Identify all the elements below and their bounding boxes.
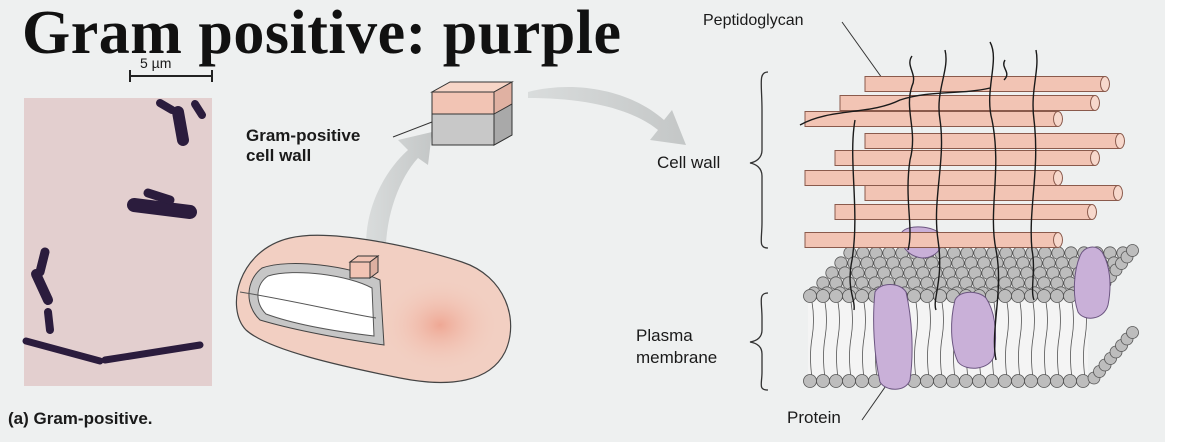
page-right-shade — [1165, 0, 1179, 442]
lipid-head — [986, 375, 999, 388]
peptidoglycan-strand-end — [1088, 205, 1097, 220]
cell-wall-cube — [432, 82, 512, 145]
lipid-head — [1012, 375, 1025, 388]
lipid-head — [830, 375, 843, 388]
lipid-head — [921, 290, 934, 303]
peptidoglycan-strand — [865, 134, 1120, 149]
lipid-head — [1038, 290, 1051, 303]
gram-positive-cell-wall-label: Gram-positive cell wall — [246, 126, 360, 166]
lipid-head — [1025, 290, 1038, 303]
cutaway-cube-marker — [350, 256, 378, 278]
lipid-head — [999, 375, 1012, 388]
plasma-membrane-label: Plasma membrane — [636, 325, 717, 369]
lipid-head — [843, 375, 856, 388]
peptidoglycan-strand-end — [1116, 134, 1125, 149]
peptidoglycan-strand — [805, 171, 1058, 186]
lipid-head — [1051, 375, 1064, 388]
membrane-protein — [874, 285, 912, 390]
lipid-head — [1077, 375, 1090, 388]
peptidoglycan-strand — [840, 96, 1095, 111]
lipid-head — [817, 375, 830, 388]
lipid-head — [921, 375, 934, 388]
peptidoglycan-strand — [865, 186, 1118, 201]
lipid-head — [817, 290, 830, 303]
membrane-protein — [1074, 247, 1110, 318]
peptidoglycan-strand — [835, 205, 1092, 220]
peptidoglycan-strand-end — [1054, 233, 1063, 248]
membrane-protein — [952, 292, 996, 368]
lipid-head — [830, 290, 843, 303]
peptidoglycan-strand-end — [1054, 112, 1063, 127]
peptidoglycan-strand-end — [1091, 96, 1100, 111]
peptidoglycan-strand-end — [1101, 77, 1110, 92]
lipid-head — [1038, 375, 1051, 388]
lipid-head — [856, 290, 869, 303]
lipid-head — [1012, 290, 1025, 303]
micrograph — [24, 70, 212, 386]
bacterium-shading — [382, 279, 498, 371]
lipid-head — [804, 290, 817, 303]
lipid-head — [1127, 327, 1139, 339]
cell-wall-label-line-2: cell wall — [246, 146, 360, 166]
lipid-head — [973, 375, 986, 388]
bacterium — [48, 312, 50, 330]
peptidoglycan-strand — [805, 112, 1058, 127]
cell-wall-label: Cell wall — [657, 153, 720, 173]
lipid-head — [947, 375, 960, 388]
cube-front-wall — [432, 92, 494, 114]
bacterium — [134, 205, 190, 212]
bacterium — [40, 252, 45, 272]
lipid-head — [1064, 375, 1077, 388]
lipid-head — [1025, 375, 1038, 388]
scale-bar-label: 5 µm — [140, 55, 171, 71]
cell-wall-label-line-1: Gram-positive — [246, 126, 360, 146]
plasma-membrane-label-line-2: membrane — [636, 347, 717, 369]
plasma-membrane-label-line-1: Plasma — [636, 325, 717, 347]
lipid-head — [1127, 245, 1139, 257]
peptidoglycan-strand — [835, 151, 1095, 166]
protein-label: Protein — [787, 408, 841, 428]
lipid-head — [960, 375, 973, 388]
peptidoglycan-strand-end — [1054, 171, 1063, 186]
bacterium — [178, 112, 183, 140]
peptidoglycan-strand — [805, 233, 1058, 248]
lipid-head — [908, 290, 921, 303]
lipid-head — [804, 375, 817, 388]
peptidoglycan-strand-end — [1114, 186, 1123, 201]
page-title: Gram positive: purple — [22, 0, 621, 69]
peptidoglycan-label: Peptidoglycan — [703, 12, 804, 30]
cube-front-membrane — [432, 114, 494, 145]
lipid-head — [999, 290, 1012, 303]
lipid-head — [934, 375, 947, 388]
micrograph-caption: (a) Gram-positive. — [8, 409, 153, 429]
lipid-head — [1051, 290, 1064, 303]
lipid-head — [856, 375, 869, 388]
peptidoglycan-strand-end — [1091, 151, 1100, 166]
